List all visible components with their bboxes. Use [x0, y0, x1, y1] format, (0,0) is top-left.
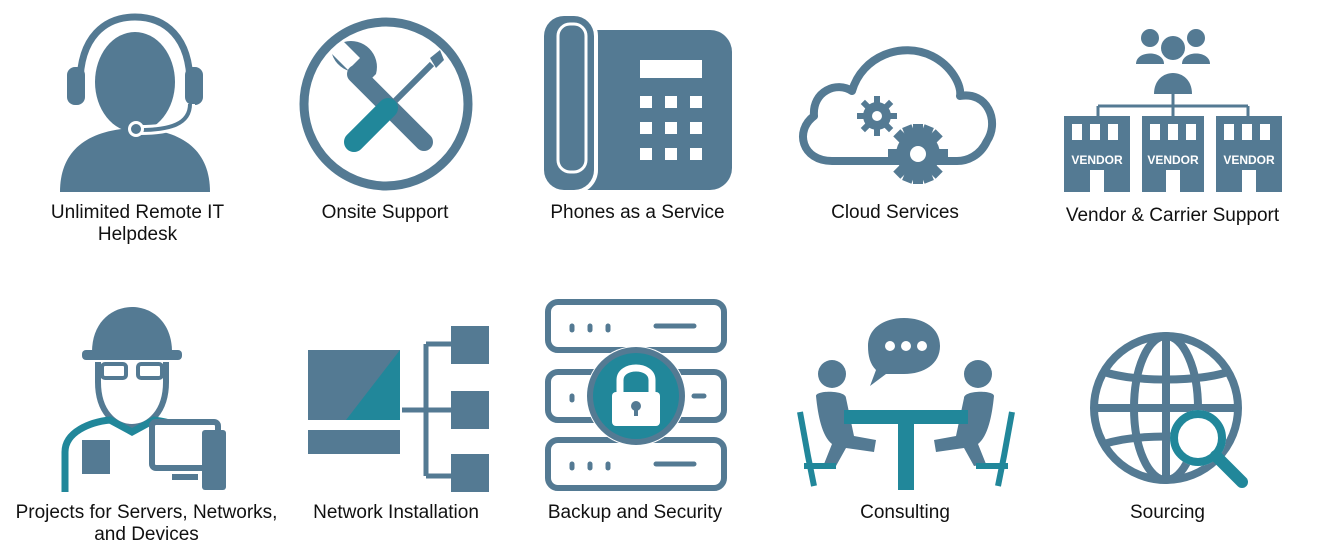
service-label: Vendor & Carrier Support: [1065, 205, 1280, 226]
service-label: Cloud Services: [831, 202, 959, 223]
service-label: Phones as a Service: [550, 202, 725, 223]
service-tile-backup: Backup and Security: [520, 290, 755, 560]
service-tile-consulting: Consulting: [780, 290, 1025, 560]
service-label: Onsite Support: [321, 202, 449, 223]
vendor-label-1: VENDOR: [1071, 153, 1123, 167]
desk-phone-icon: [540, 12, 732, 194]
vendor-label-2: VENDOR: [1147, 153, 1199, 167]
service-tile-network: Network Installation: [290, 290, 510, 560]
globe-search-icon: [1090, 332, 1248, 488]
service-label: Network Installation: [313, 502, 479, 523]
meeting-table-icon: [797, 318, 1015, 490]
service-tile-projects: Projects for Servers, Networks, and Devi…: [0, 290, 290, 560]
service-label: Sourcing: [1130, 502, 1205, 523]
service-tile-vendor: VENDOR VENDOR VENDOR Vendor & Carrier Su…: [1040, 0, 1310, 250]
service-label: Consulting: [860, 502, 950, 523]
service-tile-phones: Phones as a Service: [520, 0, 755, 250]
headset-agent-icon: [60, 13, 210, 192]
service-label: Backup and Security: [547, 502, 723, 523]
service-tile-sourcing: Sourcing: [1040, 290, 1310, 560]
vendor-network-icon: [1064, 29, 1282, 192]
service-tile-onsite: Onsite Support: [270, 0, 500, 250]
server-lock-icon: [545, 299, 727, 491]
service-label: Unlimited Remote IT Helpdesk: [50, 202, 225, 245]
network-diagram-icon: [308, 326, 489, 492]
service-label: Projects for Servers, Networks, and Devi…: [15, 502, 278, 545]
vendor-label-3: VENDOR: [1223, 153, 1275, 167]
service-tile-cloud: Cloud Services: [780, 0, 1010, 250]
engineer-computer-icon: [61, 307, 226, 492]
cloud-gears-icon: [799, 46, 997, 184]
wrench-screwdriver-icon: [299, 17, 473, 191]
service-tile-helpdesk: Unlimited Remote IT Helpdesk: [0, 0, 270, 250]
